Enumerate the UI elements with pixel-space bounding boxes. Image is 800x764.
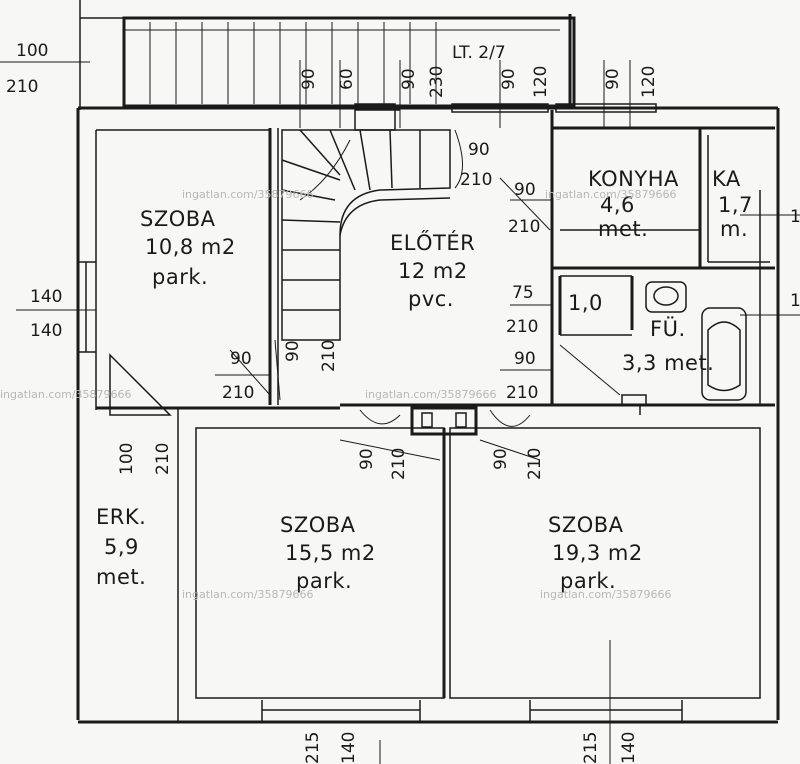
dim-bot-215a: 215 — [303, 732, 323, 764]
dim-edge-1b: 1 — [790, 291, 800, 311]
dim-bot-140a: 140 — [339, 732, 359, 764]
dim-topleft-num: 100 — [16, 41, 48, 61]
dim-top-120a: 120 — [531, 66, 551, 98]
dimension-labels: 100 210 90 60 90 230 90 120 90 120 90 21… — [6, 41, 800, 764]
room-bath-area: 3,3 met. — [622, 351, 714, 375]
dim-hall-90-1: 90 — [468, 140, 490, 160]
dim-left-140a: 140 — [30, 287, 62, 307]
room-left-area: 10,8 m2 — [145, 235, 236, 259]
stair-treads-top — [124, 22, 560, 104]
dim-ld-210: 210 — [222, 383, 254, 403]
walls — [76, 0, 780, 724]
dim-hall-90-2: 90 — [514, 180, 536, 200]
dim-top-60: 60 — [337, 68, 357, 90]
dim-top-230: 230 — [427, 66, 447, 98]
dim-top-120b: 120 — [639, 66, 659, 98]
dim-right-210: 210 — [525, 448, 545, 480]
room-kitchen-floor: met. — [598, 217, 648, 241]
dimension-lines — [0, 60, 800, 764]
chimney-block — [410, 406, 478, 436]
toilet-fixture — [645, 281, 687, 313]
dim-hall-75: 75 — [512, 283, 534, 303]
room-right-name: SZOBA — [548, 513, 624, 537]
room-left-floor: park. — [152, 265, 208, 289]
dim-topleft-den: 210 — [6, 77, 38, 97]
watermark-5: ingatlan.com/35879666 — [182, 588, 314, 601]
dim-edge-1a: 1 — [790, 207, 800, 227]
room-pantry-area: 1,7 — [718, 193, 753, 217]
bathtub-fixture — [701, 307, 747, 401]
room-balcony-area: 5,9 — [104, 535, 139, 559]
dim-vd-90: 90 — [283, 340, 303, 362]
room-right-outline — [449, 427, 761, 699]
dim-top-90c: 90 — [499, 68, 519, 90]
dim-hall-210-3: 210 — [506, 317, 538, 337]
watermark-2: ingatlan.com/35879666 — [545, 188, 677, 201]
dim-top-90d: 90 — [603, 68, 623, 90]
watermarks: ingatlan.com/35879666 ingatlan.com/35879… — [0, 188, 677, 601]
dim-erk-100: 100 — [117, 443, 137, 475]
dim-left-140b: 140 — [30, 321, 62, 341]
room-mid-name: SZOBA — [280, 513, 356, 537]
room-hall-area: 12 m2 — [398, 259, 468, 283]
room-hall-name: ELŐTÉR — [390, 230, 475, 255]
room-balcony-floor: met. — [96, 565, 146, 589]
room-balcony-name: ERK. — [96, 505, 146, 529]
dim-hall-90-3: 90 — [514, 349, 536, 369]
dim-right-90: 90 — [491, 448, 511, 470]
room-kitchen-name: KONYHA — [588, 167, 679, 191]
dim-bot-215b: 215 — [581, 732, 601, 764]
dim-vd-210: 210 — [319, 340, 339, 372]
room-wc-area: 1,0 — [568, 291, 603, 315]
room-right-floor: park. — [560, 569, 616, 593]
dim-hall-210-1: 210 — [460, 170, 492, 190]
room-pantry-floor: m. — [720, 217, 748, 241]
spiral-staircase — [281, 129, 451, 341]
room-pantry-name: KA — [712, 167, 741, 191]
watermark-3: ingatlan.com/35879666 — [0, 388, 132, 401]
dim-bot-140b: 140 — [619, 732, 639, 764]
dim-erk-210: 210 — [153, 443, 173, 475]
watermark-6: ingatlan.com/35879666 — [540, 588, 672, 601]
room-kitchen-area: 4,6 — [600, 193, 635, 217]
room-labels: SZOBA 10,8 m2 park. ELŐTÉR 12 m2 pvc. KO… — [96, 167, 753, 593]
room-bath-name: FÜ. — [650, 316, 686, 341]
dim-hall-210-2: 210 — [508, 217, 540, 237]
room-hall-floor: pvc. — [408, 287, 454, 311]
dim-mid-210: 210 — [389, 448, 409, 480]
watermark-4: ingatlan.com/35879666 — [365, 388, 497, 401]
stair-note: LT. 2/7 — [452, 43, 506, 63]
dim-mid-90: 90 — [357, 448, 377, 470]
dim-hall-210-4: 210 — [506, 383, 538, 403]
watermark-1: ingatlan.com/35879666 — [182, 188, 314, 201]
dim-ld-90: 90 — [230, 349, 252, 369]
room-left-name: SZOBA — [140, 207, 216, 231]
room-mid-floor: park. — [296, 569, 352, 593]
dim-top-90b: 90 — [399, 68, 419, 90]
dim-top-90a: 90 — [299, 68, 319, 90]
room-mid-area: 15,5 m2 — [285, 541, 376, 565]
room-right-area: 19,3 m2 — [552, 541, 643, 565]
stair-frame — [122, 16, 576, 108]
